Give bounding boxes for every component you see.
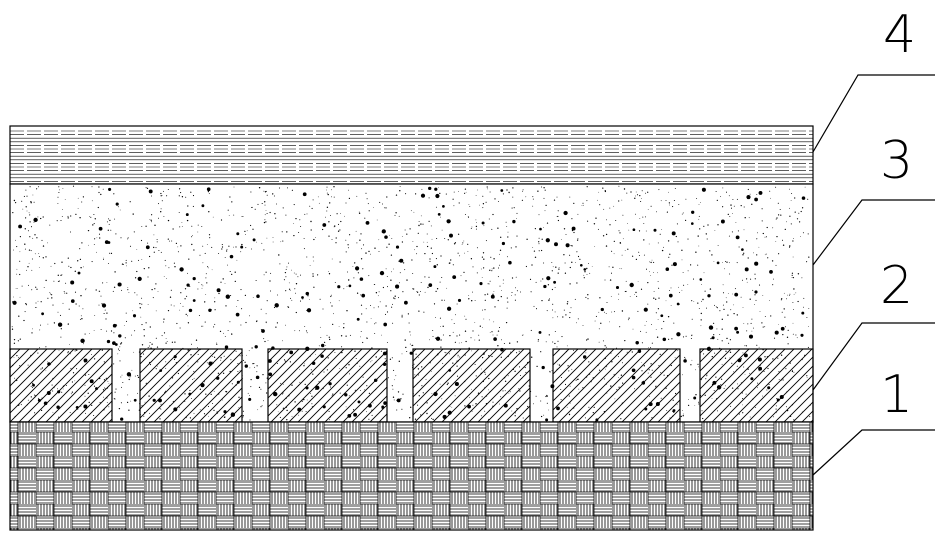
- layer-label-4: 4: [883, 5, 916, 65]
- layer-4-horizontal-lines: [9, 125, 814, 185]
- leader-line-1: [812, 429, 935, 476]
- hatched-block: [699, 348, 814, 423]
- leader-line-4: [812, 74, 935, 153]
- hatched-block: [9, 348, 113, 423]
- layer-label-3: 3: [880, 131, 913, 191]
- layer-2-hatched-blocks: [9, 348, 814, 423]
- callouts: 1 2 3 4: [812, 5, 935, 476]
- leader-line-3: [812, 199, 935, 266]
- hatched-block: [552, 348, 681, 423]
- layer-3-stipple: [9, 183, 814, 423]
- hatched-block: [139, 348, 243, 423]
- layer-label-1: 1: [880, 365, 913, 425]
- leader-line-2: [812, 322, 935, 391]
- layer-1-woven-grid: [9, 421, 814, 531]
- hatched-block: [412, 348, 531, 423]
- hatched-block: [267, 348, 388, 423]
- layer-label-2: 2: [880, 256, 913, 316]
